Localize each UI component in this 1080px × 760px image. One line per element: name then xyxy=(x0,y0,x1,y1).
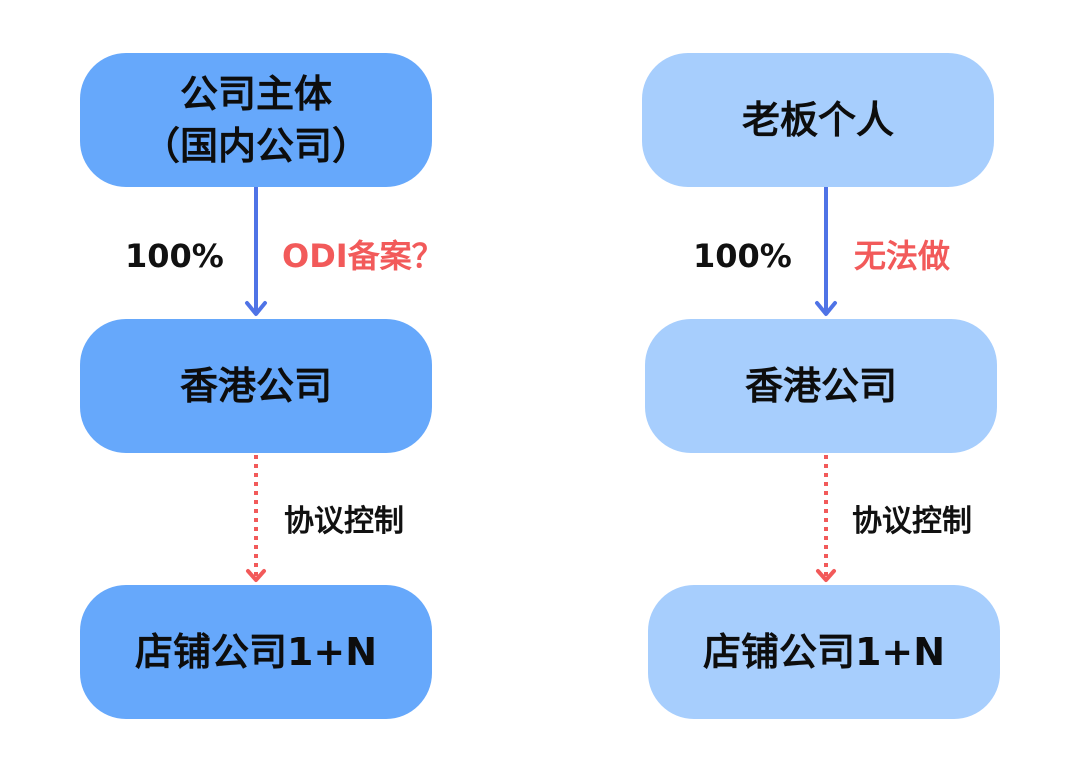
right-ownership-arrowhead xyxy=(815,301,837,316)
right-bot-node-label: 店铺公司1+N xyxy=(702,630,946,674)
right-status-label: 无法做 xyxy=(854,237,951,275)
left-control-label: 协议控制 xyxy=(284,504,404,539)
left-ownership-label: 100% xyxy=(125,237,224,275)
right-owner-individual-node: 老板个人 xyxy=(642,53,994,187)
right-store-company-node: 店铺公司1+N xyxy=(648,585,1000,719)
left-mid-node-label: 香港公司 xyxy=(179,364,332,408)
left-hk-company-node: 香港公司 xyxy=(80,319,432,453)
left-top-node-line1: 公司主体 xyxy=(179,72,332,116)
left-control-arrowhead xyxy=(246,569,266,582)
left-odi-question-label: ODI备案？ xyxy=(282,237,444,275)
right-mid-node-label: 香港公司 xyxy=(744,364,897,408)
right-control-label: 协议控制 xyxy=(852,504,972,539)
left-top-node-line2: （国内公司） xyxy=(141,124,370,168)
right-control-arrowhead xyxy=(816,569,836,582)
left-ownership-arrowhead xyxy=(245,301,267,316)
left-domestic-company-node: 公司主体 （国内公司） xyxy=(80,53,432,187)
right-ownership-label: 100% xyxy=(693,237,792,275)
left-bot-node-label: 店铺公司1+N xyxy=(134,630,378,674)
right-hk-company-node: 香港公司 xyxy=(645,319,997,453)
right-top-node-label: 老板个人 xyxy=(741,98,894,142)
left-store-company-node: 店铺公司1+N xyxy=(80,585,432,719)
